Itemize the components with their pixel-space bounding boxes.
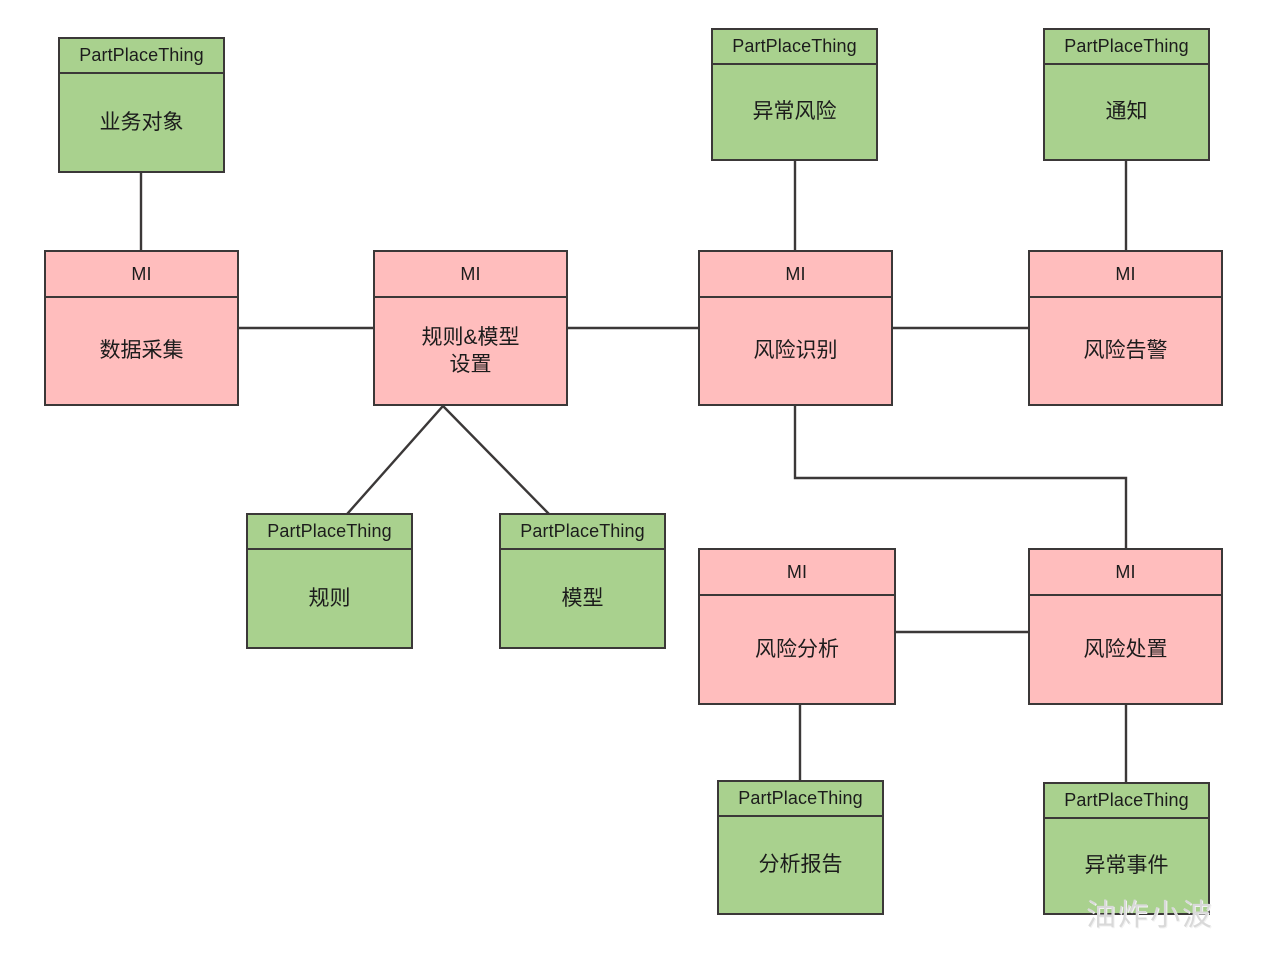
node-rule-model-setup-stereotype: MI — [375, 252, 566, 298]
node-abnormal-event-stereotype: PartPlaceThing — [1045, 784, 1208, 819]
node-risk-disposal[interactable]: MI 风险处置 — [1028, 548, 1223, 705]
connector-e-rulemodel-to-model — [441, 404, 550, 515]
node-risk-analysis-label: 风险分析 — [755, 637, 839, 661]
node-risk-identify-stereotype: MI — [700, 252, 891, 298]
node-model-label: 模型 — [561, 586, 604, 610]
node-risk-alarm[interactable]: MI 风险告警 — [1028, 250, 1223, 406]
node-risk-alarm-stereotype: MI — [1030, 252, 1221, 298]
node-business-object[interactable]: PartPlaceThing 业务对象 — [58, 37, 225, 173]
node-risk-identify-label: 风险识别 — [753, 339, 838, 363]
node-notification-stereotype: PartPlaceThing — [1045, 30, 1208, 65]
node-abnormal-risk[interactable]: PartPlaceThing 异常风险 — [711, 28, 878, 161]
node-rule-model-setup[interactable]: MI 规则&模型 设置 — [373, 250, 568, 406]
node-risk-identify[interactable]: MI 风险识别 — [698, 250, 893, 406]
node-analysis-report-stereotype: PartPlaceThing — [719, 782, 882, 817]
node-risk-alarm-label: 风险告警 — [1083, 339, 1168, 363]
connector-e-identify-to-disposal — [793, 404, 1128, 550]
node-rule[interactable]: PartPlaceThing 规则 — [246, 513, 413, 649]
node-rule-label: 规则 — [308, 586, 351, 610]
node-model-stereotype: PartPlaceThing — [501, 515, 664, 550]
watermark-label: 油炸小波 — [1086, 899, 1214, 932]
node-business-object-label: 业务对象 — [99, 110, 184, 134]
node-rule-model-setup-label: 规则&模型 设置 — [421, 325, 520, 376]
node-data-collection-stereotype: MI — [46, 252, 237, 298]
node-data-collection[interactable]: MI 数据采集 — [44, 250, 239, 406]
node-notification[interactable]: PartPlaceThing 通知 — [1043, 28, 1210, 161]
node-model[interactable]: PartPlaceThing 模型 — [499, 513, 666, 649]
node-risk-analysis-stereotype: MI — [700, 550, 894, 596]
node-abnormal-risk-stereotype: PartPlaceThing — [713, 30, 876, 65]
node-abnormal-event[interactable]: PartPlaceThing 异常事件 — [1043, 782, 1210, 915]
connector-e-rulemodel-to-rule — [346, 404, 445, 515]
node-abnormal-risk-label: 异常风险 — [752, 100, 837, 124]
node-risk-analysis[interactable]: MI 风险分析 — [698, 548, 896, 705]
node-notification-label: 通知 — [1105, 100, 1148, 124]
node-business-object-stereotype: PartPlaceThing — [60, 39, 223, 74]
node-abnormal-event-label: 异常事件 — [1084, 854, 1169, 878]
node-analysis-report[interactable]: PartPlaceThing 分析报告 — [717, 780, 884, 915]
node-rule-stereotype: PartPlaceThing — [248, 515, 411, 550]
node-data-collection-label: 数据采集 — [99, 339, 184, 363]
node-risk-disposal-label: 风险处置 — [1083, 637, 1168, 661]
node-analysis-report-label: 分析报告 — [758, 853, 843, 877]
node-risk-disposal-stereotype: MI — [1030, 550, 1221, 596]
